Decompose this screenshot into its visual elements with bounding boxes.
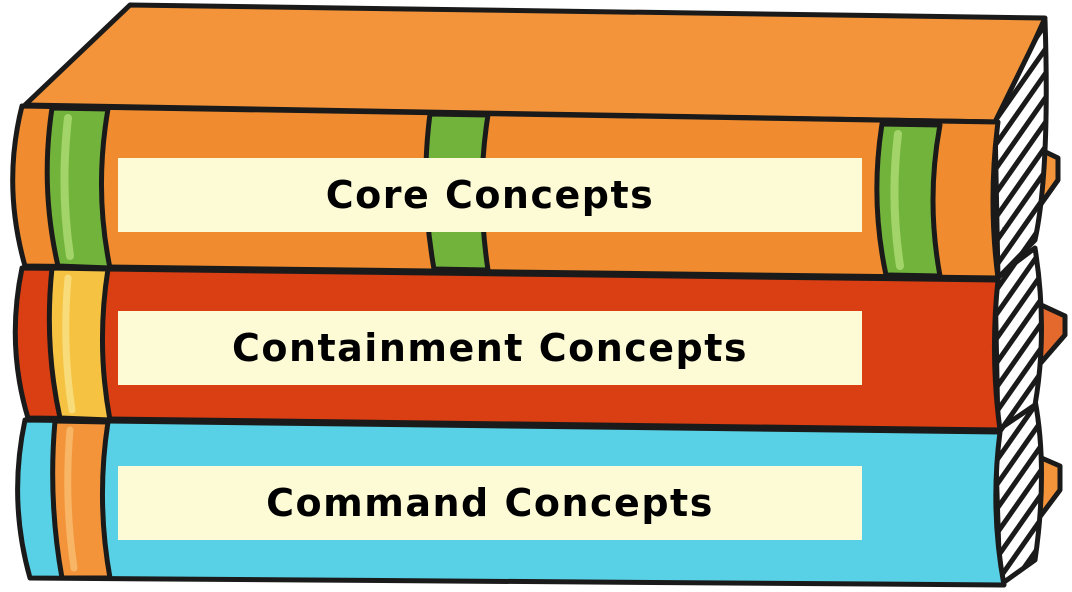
book-bottom-pages [992, 397, 1044, 588]
book-middle-pages [992, 245, 1044, 433]
book-bottom-band [50, 418, 113, 581]
book-top-band-left [44, 105, 113, 271]
book-middle-band [46, 265, 113, 423]
book-core-concepts [10, 2, 1061, 281]
book-title-containment-concepts: Containment Concepts [118, 311, 862, 385]
book-title-command-concepts: Command Concepts [118, 466, 862, 540]
book-title-core-concepts: Core Concepts [118, 158, 862, 232]
book-top-band-right [874, 121, 943, 279]
book-top-pages [992, 17, 1049, 281]
book-top-cover [22, 2, 1048, 125]
